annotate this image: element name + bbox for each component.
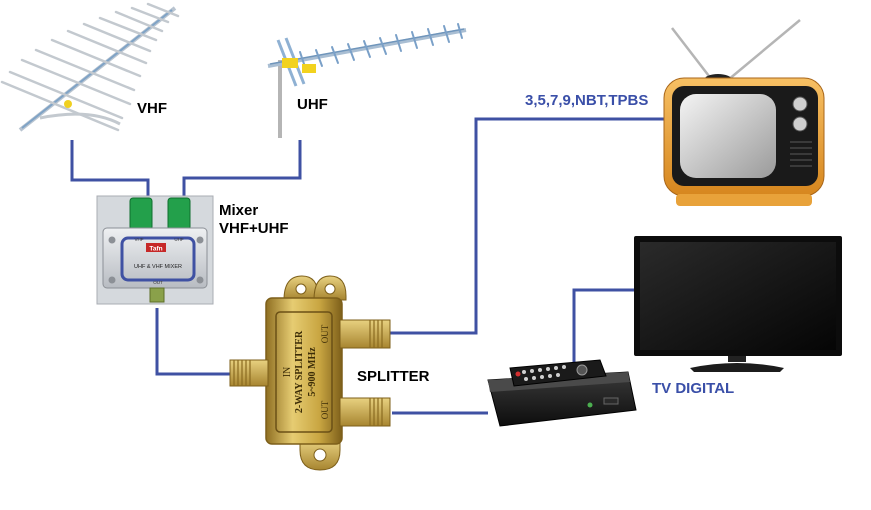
cable-mixer-to-splitter: [155, 308, 232, 376]
cables: [70, 117, 668, 415]
mixer-port-vhf-text: VHF: [135, 237, 144, 242]
splitter-out1-text: OUT: [320, 324, 330, 343]
uhf-antenna: [267, 23, 467, 138]
cable-uhf-to-mixer: [182, 140, 302, 196]
cable-splitter-to-analog-tv: [390, 117, 668, 335]
analog-channels-label: 3,5,7,9,NBT,TPBS: [525, 92, 649, 109]
splitter-model-text: 2-WAY SPLITTER: [294, 330, 305, 413]
splitter-in-text: IN: [282, 367, 293, 378]
mixer-model-text: UHF & VHF MIXER: [134, 264, 182, 270]
mixer: Tafn UHF & VHF MIXER VHF UHF OUT: [96, 195, 214, 305]
mixer-brand-text: Tafn: [149, 246, 162, 253]
digital-tv: [634, 236, 842, 372]
vhf-antenna: [0, 2, 180, 132]
mixer-type-label: VHF+UHF: [219, 220, 289, 237]
vhf-label: VHF: [137, 100, 167, 117]
splitter-freq-text: 5~900 MHz: [307, 347, 318, 397]
splitter: IN 2-WAY SPLITTER 5~900 MHz OUT OUT: [229, 275, 391, 471]
cable-vhf-to-mixer: [70, 140, 150, 196]
cable-stb-to-digital-tv: [572, 288, 640, 378]
mixer-port-uhf-text: UHF: [174, 237, 183, 242]
splitter-label: SPLITTER: [357, 368, 430, 385]
splitter-out2-text: OUT: [320, 400, 330, 419]
mixer-label: Mixer: [219, 202, 259, 219]
mixer-port-out-text: OUT: [153, 280, 163, 285]
analog-tv: [663, 19, 825, 206]
uhf-label: UHF: [297, 96, 328, 113]
tv-digital-label: TV DIGITAL: [652, 380, 735, 397]
remote-control: [509, 359, 607, 387]
